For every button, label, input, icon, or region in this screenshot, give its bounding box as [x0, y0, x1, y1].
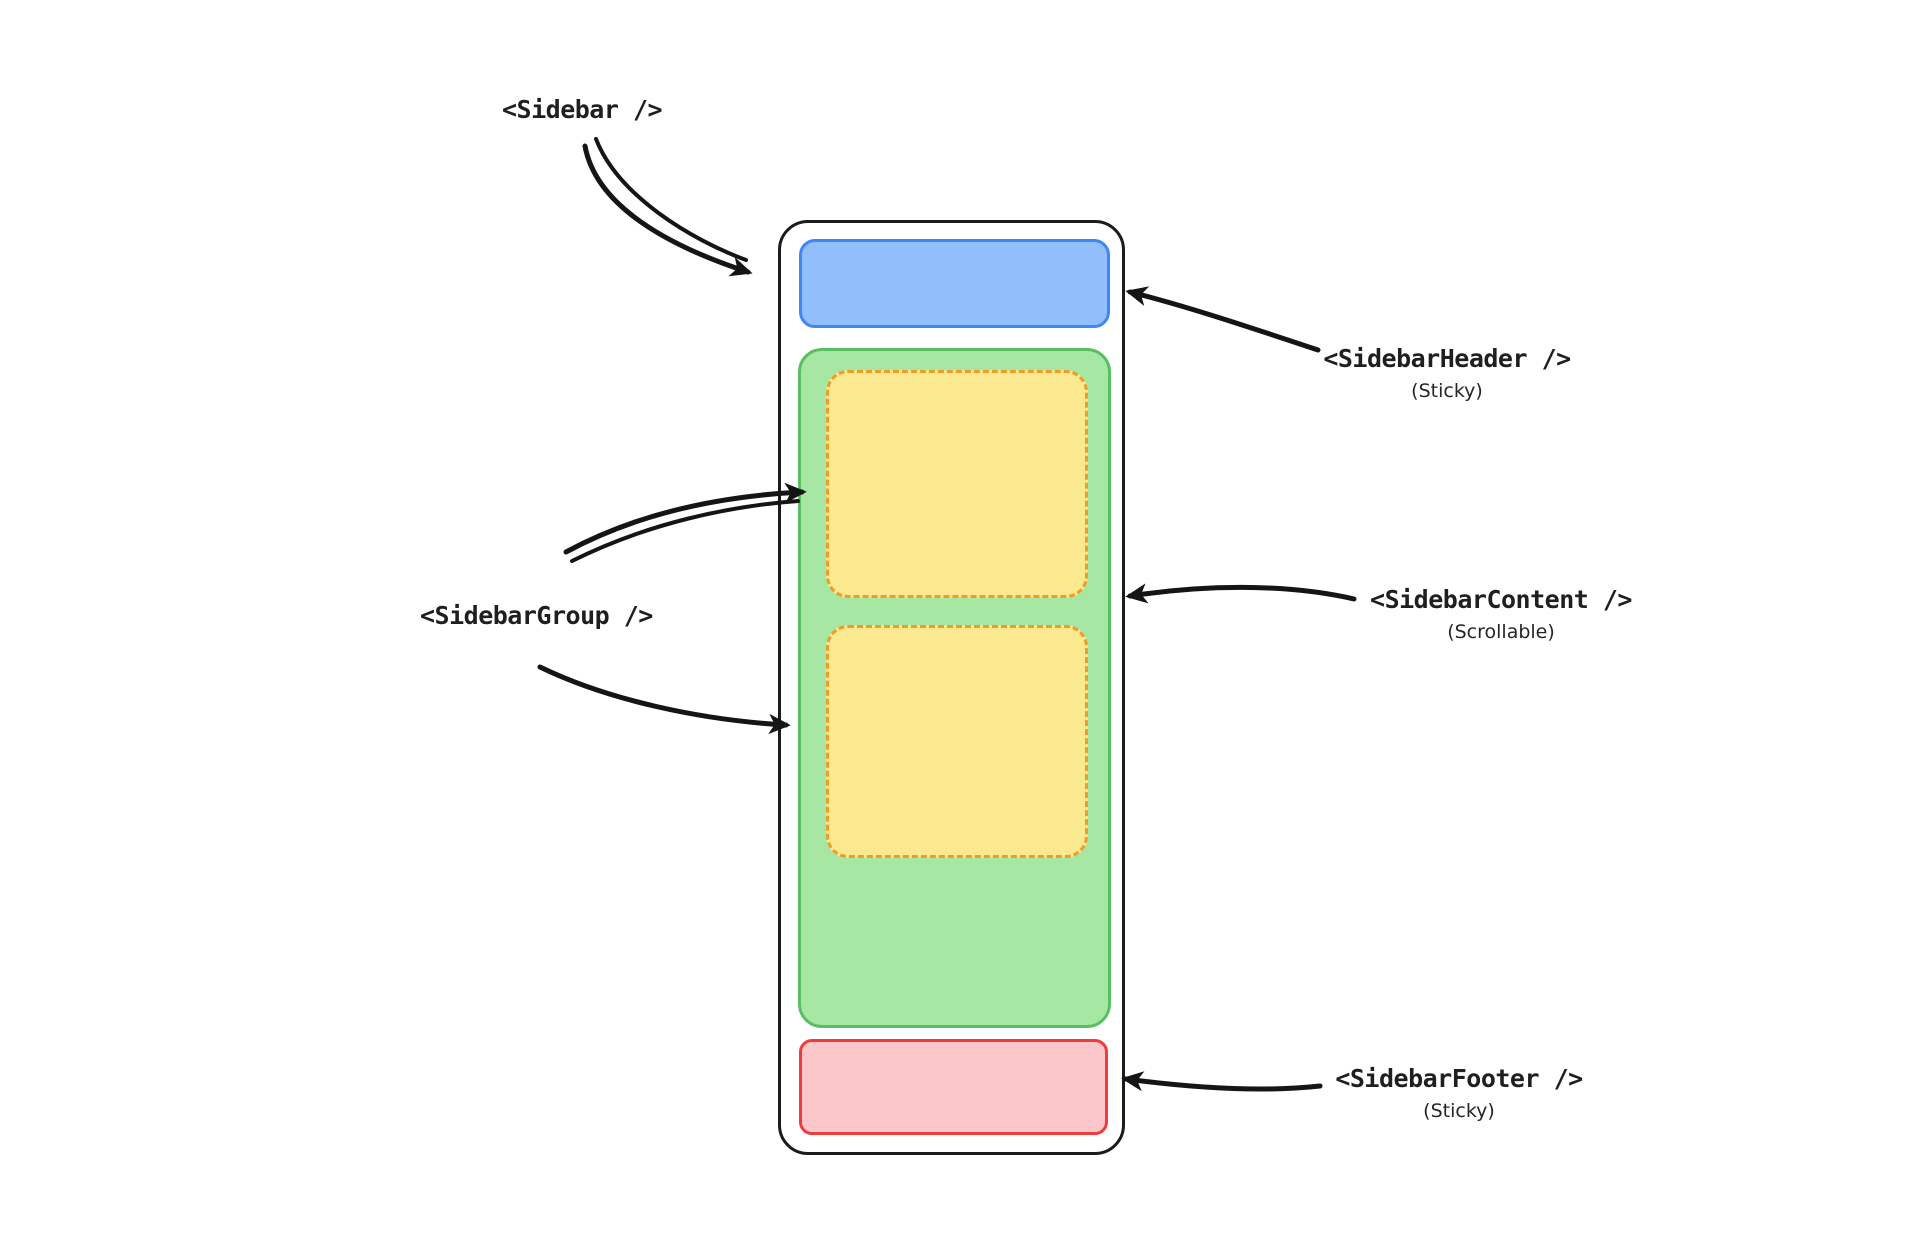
sidebar-content-label: <SidebarContent />	[1370, 585, 1632, 614]
sidebar-label: <Sidebar />	[502, 95, 663, 124]
sidebar-content-note: (Scrollable)	[1447, 621, 1555, 643]
sidebar-group-box-2	[826, 625, 1088, 858]
sidebar-footer-box	[799, 1039, 1108, 1135]
sidebar-header-note: (Sticky)	[1411, 380, 1483, 402]
sidebar-header-box	[799, 239, 1110, 328]
arrow-to-group-1	[563, 482, 807, 555]
sidebar-group-box-1	[826, 370, 1088, 598]
sidebar-header-label: <SidebarHeader />	[1323, 344, 1571, 373]
sidebar-outline-box	[778, 220, 1125, 1155]
sidebar-content-box	[798, 348, 1111, 1028]
sidebar-group-label: <SidebarGroup />	[420, 601, 653, 630]
arrow-to-sidebar	[582, 143, 753, 277]
sidebar-content-label-block: <SidebarContent /> (Scrollable)	[1363, 585, 1639, 643]
arrow-to-content	[1125, 583, 1357, 604]
sidebar-footer-note: (Sticky)	[1423, 1100, 1495, 1122]
sidebar-group-label-block: <SidebarGroup />	[420, 601, 653, 630]
sidebar-footer-label: <SidebarFooter />	[1335, 1064, 1583, 1093]
sidebar-header-label-block: <SidebarHeader /> (Sticky)	[1318, 344, 1576, 402]
sidebar-label-block: <Sidebar />	[502, 95, 663, 124]
arrow-to-footer	[1121, 1071, 1323, 1092]
arrow-to-sidebar-echo	[594, 137, 748, 262]
sidebar-footer-label-block: <SidebarFooter /> (Sticky)	[1330, 1064, 1588, 1122]
arrow-to-group-1-echo	[570, 499, 800, 563]
arrow-to-group-2	[537, 664, 791, 735]
arrow-to-header	[1125, 286, 1321, 353]
